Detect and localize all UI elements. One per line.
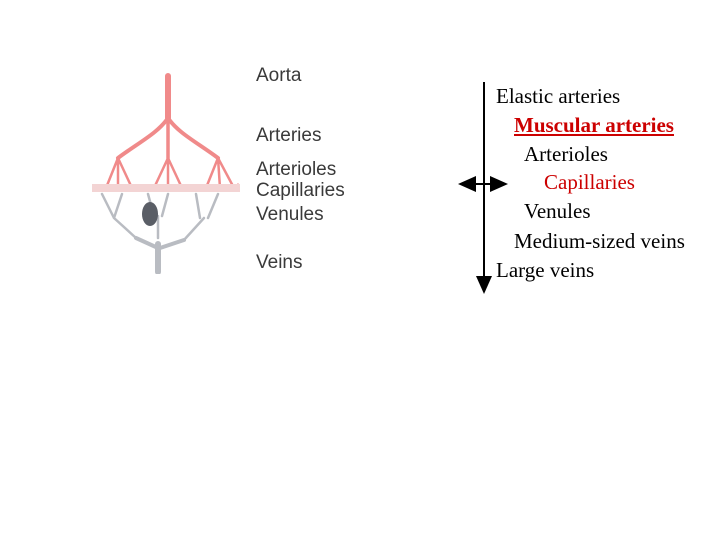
label-arteries: Arteries — [256, 125, 322, 146]
capillary-band — [92, 184, 240, 192]
label-arterioles: Arterioles — [256, 159, 337, 180]
list-item: Venules — [524, 199, 591, 223]
list-item: Large veins — [496, 258, 595, 282]
label-aorta: Aorta — [256, 65, 302, 86]
vascular-tree-drawing — [92, 73, 240, 274]
vascular-tree-figure: Aorta Arteries Arterioles Capillaries Ve… — [88, 48, 350, 274]
blood-cell-icon — [142, 202, 158, 226]
label-capillaries: Capillaries — [256, 180, 345, 201]
list-item: Capillaries — [544, 170, 635, 194]
label-venules: Venules — [256, 204, 324, 225]
list-item: Medium-sized veins — [514, 229, 685, 253]
list-item: Elastic arteries — [496, 84, 621, 108]
list-item: Arterioles — [524, 142, 608, 166]
label-veins: Veins — [256, 252, 303, 273]
list-item: Muscular arteries — [514, 113, 674, 137]
